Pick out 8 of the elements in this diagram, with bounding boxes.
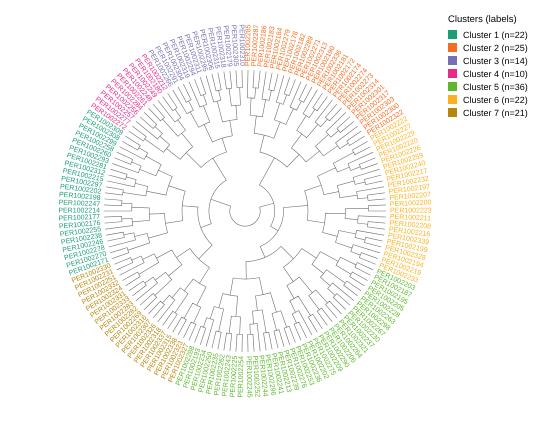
legend-label: Cluster 4 (n=10) — [463, 68, 528, 78]
legend-label: Cluster 3 (n=14) — [463, 56, 528, 66]
legend-label: Cluster 2 (n=25) — [463, 42, 528, 52]
legend-label: Cluster 1 (n=22) — [463, 30, 528, 40]
legend-label: Cluster 7 (n=21) — [463, 108, 528, 118]
legend-label: Cluster 5 (n=36) — [463, 82, 528, 92]
legend-title: Clusters (labels) — [448, 14, 518, 25]
legend-label: Cluster 6 (n=22) — [463, 94, 528, 104]
